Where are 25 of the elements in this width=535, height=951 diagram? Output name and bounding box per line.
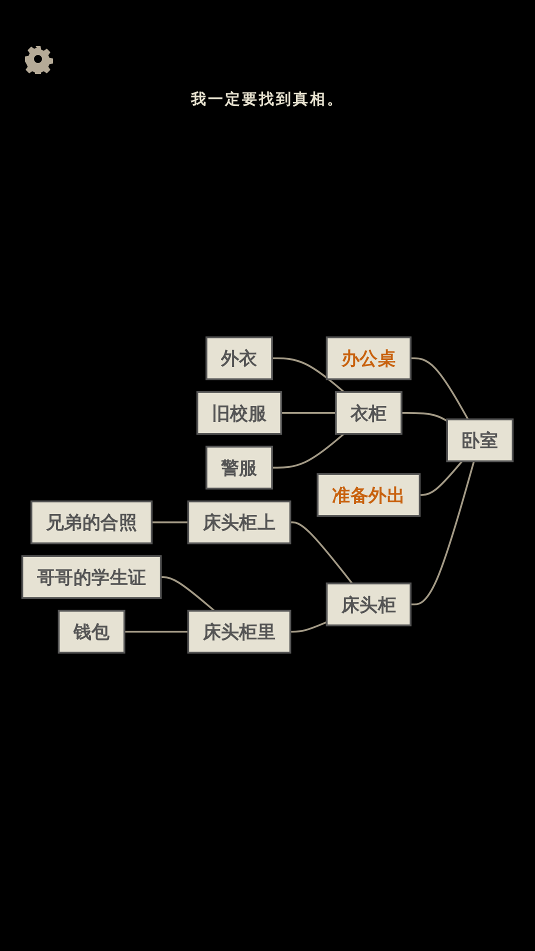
node-box: 卧室 bbox=[446, 418, 514, 462]
node-box: 床头柜 bbox=[326, 582, 412, 626]
connector bbox=[124, 630, 188, 633]
connector bbox=[290, 621, 328, 633]
connector bbox=[160, 576, 216, 612]
connector bbox=[420, 460, 463, 496]
node-box: 警服 bbox=[206, 446, 273, 490]
connector bbox=[402, 412, 448, 422]
connector bbox=[272, 433, 344, 469]
connector bbox=[410, 461, 475, 606]
node-box: 兄弟的合照 bbox=[30, 500, 153, 544]
connector bbox=[290, 521, 353, 584]
node-box: 外衣 bbox=[206, 336, 273, 380]
node-box: 哥哥的学生证 bbox=[21, 555, 162, 599]
connector bbox=[281, 412, 336, 414]
node-box: 床头柜上 bbox=[187, 500, 292, 544]
node-box: 旧校服 bbox=[196, 391, 282, 435]
node-box: 准备外出 bbox=[316, 473, 421, 517]
connector bbox=[410, 357, 469, 420]
node-box: 办公桌 bbox=[326, 336, 412, 380]
dialogue-text: 我一定要找到真相。 bbox=[191, 90, 344, 109]
connector bbox=[272, 357, 344, 393]
connector bbox=[152, 521, 188, 524]
node-box: 衣柜 bbox=[334, 391, 402, 435]
node-box: 床头柜里 bbox=[187, 610, 292, 654]
